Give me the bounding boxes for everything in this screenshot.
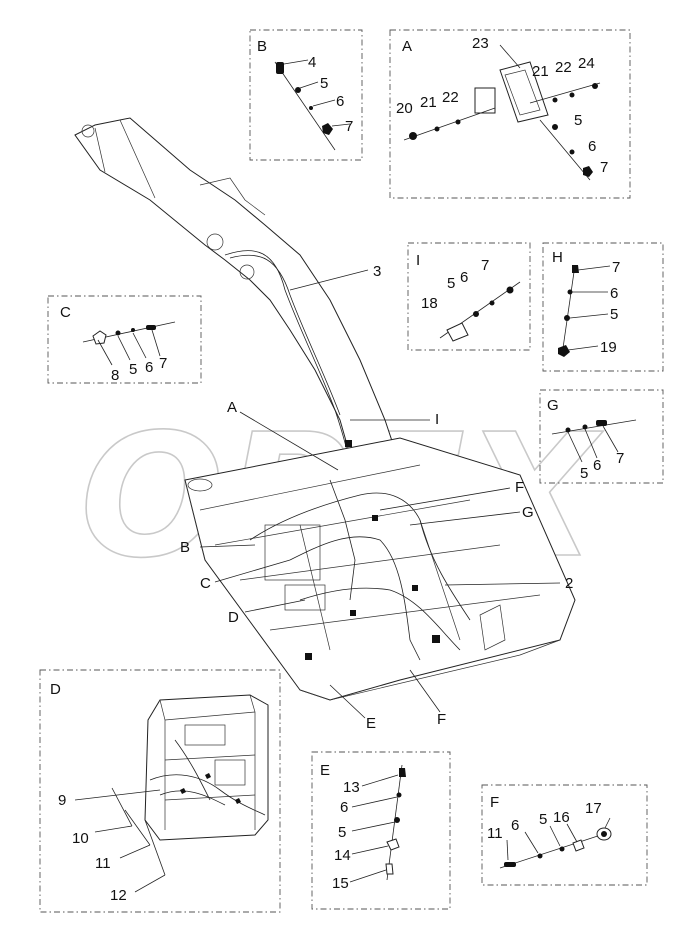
main-leaders bbox=[199, 269, 561, 719]
part-number-label: 6 bbox=[336, 93, 344, 110]
detail-view-H: H 7 6 5 19 bbox=[542, 242, 664, 372]
part-number-label: 8 bbox=[111, 367, 119, 384]
callout-C: C bbox=[200, 575, 211, 592]
part-number-label: 6 bbox=[610, 285, 618, 302]
part-number-label: 24 bbox=[578, 55, 595, 72]
part-number-label: 13 bbox=[343, 779, 360, 796]
part-number-label: 7 bbox=[481, 257, 489, 274]
part-number-label: 22 bbox=[555, 59, 572, 76]
part-number-label: 5 bbox=[129, 361, 137, 378]
part-number-label: 6 bbox=[511, 817, 519, 834]
part-number-label: 17 bbox=[585, 800, 602, 817]
part-number-label: 5 bbox=[320, 75, 328, 92]
part-number-label: 12 bbox=[110, 887, 127, 904]
callout-A: A bbox=[227, 399, 237, 416]
part-number-label: 22 bbox=[442, 89, 459, 106]
part-number-label: 7 bbox=[600, 159, 608, 176]
part-number-label: 11 bbox=[487, 825, 503, 842]
part-number-label: H bbox=[552, 249, 563, 266]
part-number-label: 5 bbox=[610, 306, 618, 323]
part-number-label: 6 bbox=[593, 457, 601, 474]
part-number-label: C bbox=[60, 304, 71, 321]
part-number-label: 5 bbox=[580, 465, 588, 482]
part-number-label: 16 bbox=[553, 809, 570, 826]
part-number-label: B bbox=[257, 38, 267, 55]
part-number-label: 6 bbox=[340, 799, 348, 816]
part-number-label: 6 bbox=[145, 359, 153, 376]
part-number-label: 15 bbox=[332, 875, 349, 892]
part-number-label: 7 bbox=[616, 450, 624, 467]
callout-E: E bbox=[366, 715, 376, 732]
part-number-label: 7 bbox=[345, 118, 353, 135]
part-number-label: 9 bbox=[58, 792, 66, 809]
part-number-label: 14 bbox=[334, 847, 351, 864]
part-number-label: I bbox=[416, 252, 420, 269]
detail-view-C: C 8 5 6 7 bbox=[47, 295, 202, 384]
detail-view-F: F 11 6 5 16 17 bbox=[481, 784, 648, 886]
part-number-label: 10 bbox=[72, 830, 89, 847]
upper-frame bbox=[184, 437, 576, 701]
callout-F-lower: F bbox=[437, 711, 446, 728]
callout-3: 3 bbox=[373, 263, 381, 280]
detail-view-A: A 23 21 22 24 20 21 22 5 6 7 bbox=[389, 29, 631, 199]
part-number-label: 6 bbox=[460, 269, 468, 286]
part-number-label: E bbox=[320, 762, 330, 779]
part-number-label: 20 bbox=[396, 100, 413, 117]
part-number-label: 7 bbox=[159, 355, 167, 372]
part-number-label: G bbox=[547, 397, 559, 414]
part-number-label: 5 bbox=[447, 275, 455, 292]
detail-view-B: B 4 5 6 7 bbox=[249, 29, 363, 161]
detail-view-E: E 13 6 5 14 15 bbox=[311, 751, 451, 910]
part-number-label: 5 bbox=[338, 824, 346, 841]
part-number-label: 21 bbox=[420, 94, 437, 111]
part-number-label: 11 bbox=[95, 855, 111, 872]
callout-I: I bbox=[435, 411, 439, 428]
part-number-label: 5 bbox=[574, 112, 582, 129]
part-number-label: 7 bbox=[612, 259, 620, 276]
part-number-label: 4 bbox=[308, 54, 316, 71]
detail-view-D: D 9 10 11 12 bbox=[39, 669, 281, 913]
part-number-label: 6 bbox=[588, 138, 596, 155]
part-number-label: 23 bbox=[472, 35, 489, 52]
part-number-label: A bbox=[402, 38, 412, 55]
part-number-label: 5 bbox=[539, 811, 547, 828]
part-number-label: D bbox=[50, 681, 61, 698]
part-number-label: 21 bbox=[532, 63, 549, 80]
part-number-label: 18 bbox=[421, 295, 438, 312]
part-number-label: F bbox=[490, 794, 499, 811]
callout-F-upper: F bbox=[515, 479, 524, 496]
detail-view-G: G 5 6 7 bbox=[539, 389, 664, 484]
detail-view-I: I 18 5 6 7 bbox=[407, 242, 531, 351]
callout-2: 2 bbox=[565, 575, 573, 592]
part-number-label: 19 bbox=[600, 339, 617, 356]
callout-B: B bbox=[180, 539, 190, 556]
callout-D: D bbox=[228, 609, 239, 626]
callout-G: G bbox=[522, 504, 534, 521]
